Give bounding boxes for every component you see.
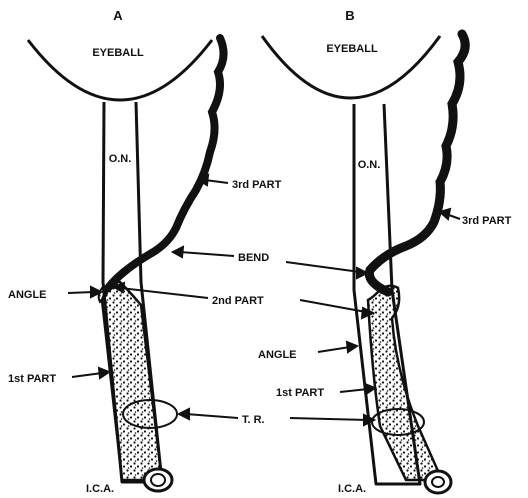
angle-label: ANGLE (258, 349, 297, 361)
arrow-angle (318, 347, 350, 352)
ica-label: I.C.A. (338, 483, 366, 495)
eyeball-label: EYEBALL (92, 47, 144, 59)
arrow-1st-part (340, 389, 368, 392)
first-part-label: 1st PART (276, 387, 324, 399)
arrow-bend-b (286, 262, 360, 272)
panel-letter: A (113, 8, 123, 23)
arrow-bend (180, 252, 234, 256)
angle-label: ANGLE (8, 289, 47, 301)
panel-a: A EYEBALL O.N. 3rd PART BEND ANGLE 2nd P… (8, 8, 282, 495)
third-part-label: 3rd PART (462, 215, 512, 227)
eyeball-label: EYEBALL (326, 43, 378, 55)
ica-label: I.C.A. (86, 483, 114, 495)
optic-nerve-label: O.N. (358, 159, 381, 171)
first-part-vessel (102, 282, 162, 480)
arrow-1st-part (72, 373, 102, 377)
bend-label: BEND (238, 252, 269, 264)
second-part-label: 2nd PART (212, 295, 264, 307)
third-part-label: 3rd PART (232, 179, 282, 191)
optic-nerve-label: O.N. (109, 153, 132, 165)
panel-b: B EYEBALL O.N. 3rd PART ANGLE 1st PART I… (258, 8, 512, 495)
tr-label: T. R. (242, 414, 265, 426)
first-part-label: 1st PART (8, 373, 56, 385)
panel-letter: B (345, 8, 354, 23)
arrow-tr-b (290, 418, 368, 420)
arrow-tr (186, 414, 238, 418)
